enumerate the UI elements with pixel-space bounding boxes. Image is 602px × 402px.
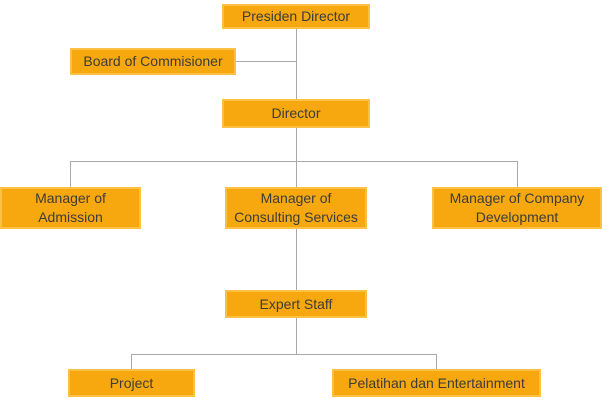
node-manager-of-admission: Manager of Admission (0, 187, 141, 229)
node-board-of-commisioner: Board of Commisioner (70, 48, 236, 75)
connector-split-to-company (517, 161, 518, 187)
connector-split-to-admission (70, 161, 71, 187)
connector-managers-split (70, 161, 517, 162)
node-manager-of-consulting-services: Manager of Consulting Services (225, 187, 367, 229)
node-project: Project (68, 369, 195, 397)
connector-presiden-to-director (296, 29, 297, 99)
connector-expert-to-split (296, 318, 297, 354)
connector-split-to-project (131, 354, 132, 369)
connector-board-to-spine (236, 61, 296, 62)
node-director: Director (222, 99, 370, 128)
connector-director-to-split (296, 128, 297, 161)
connector-consulting-to-expert (296, 229, 297, 290)
node-pelatihan-dan-entertainment: Pelatihan dan Entertainment (332, 369, 541, 397)
connector-bottom-split (131, 354, 437, 355)
node-manager-of-company-development: Manager of Company Development (432, 187, 602, 229)
node-expert-staff: Expert Staff (225, 290, 367, 318)
node-presiden-director: Presiden Director (222, 4, 370, 29)
connector-split-to-pelatihan (436, 354, 437, 369)
connector-split-to-consulting (296, 161, 297, 187)
